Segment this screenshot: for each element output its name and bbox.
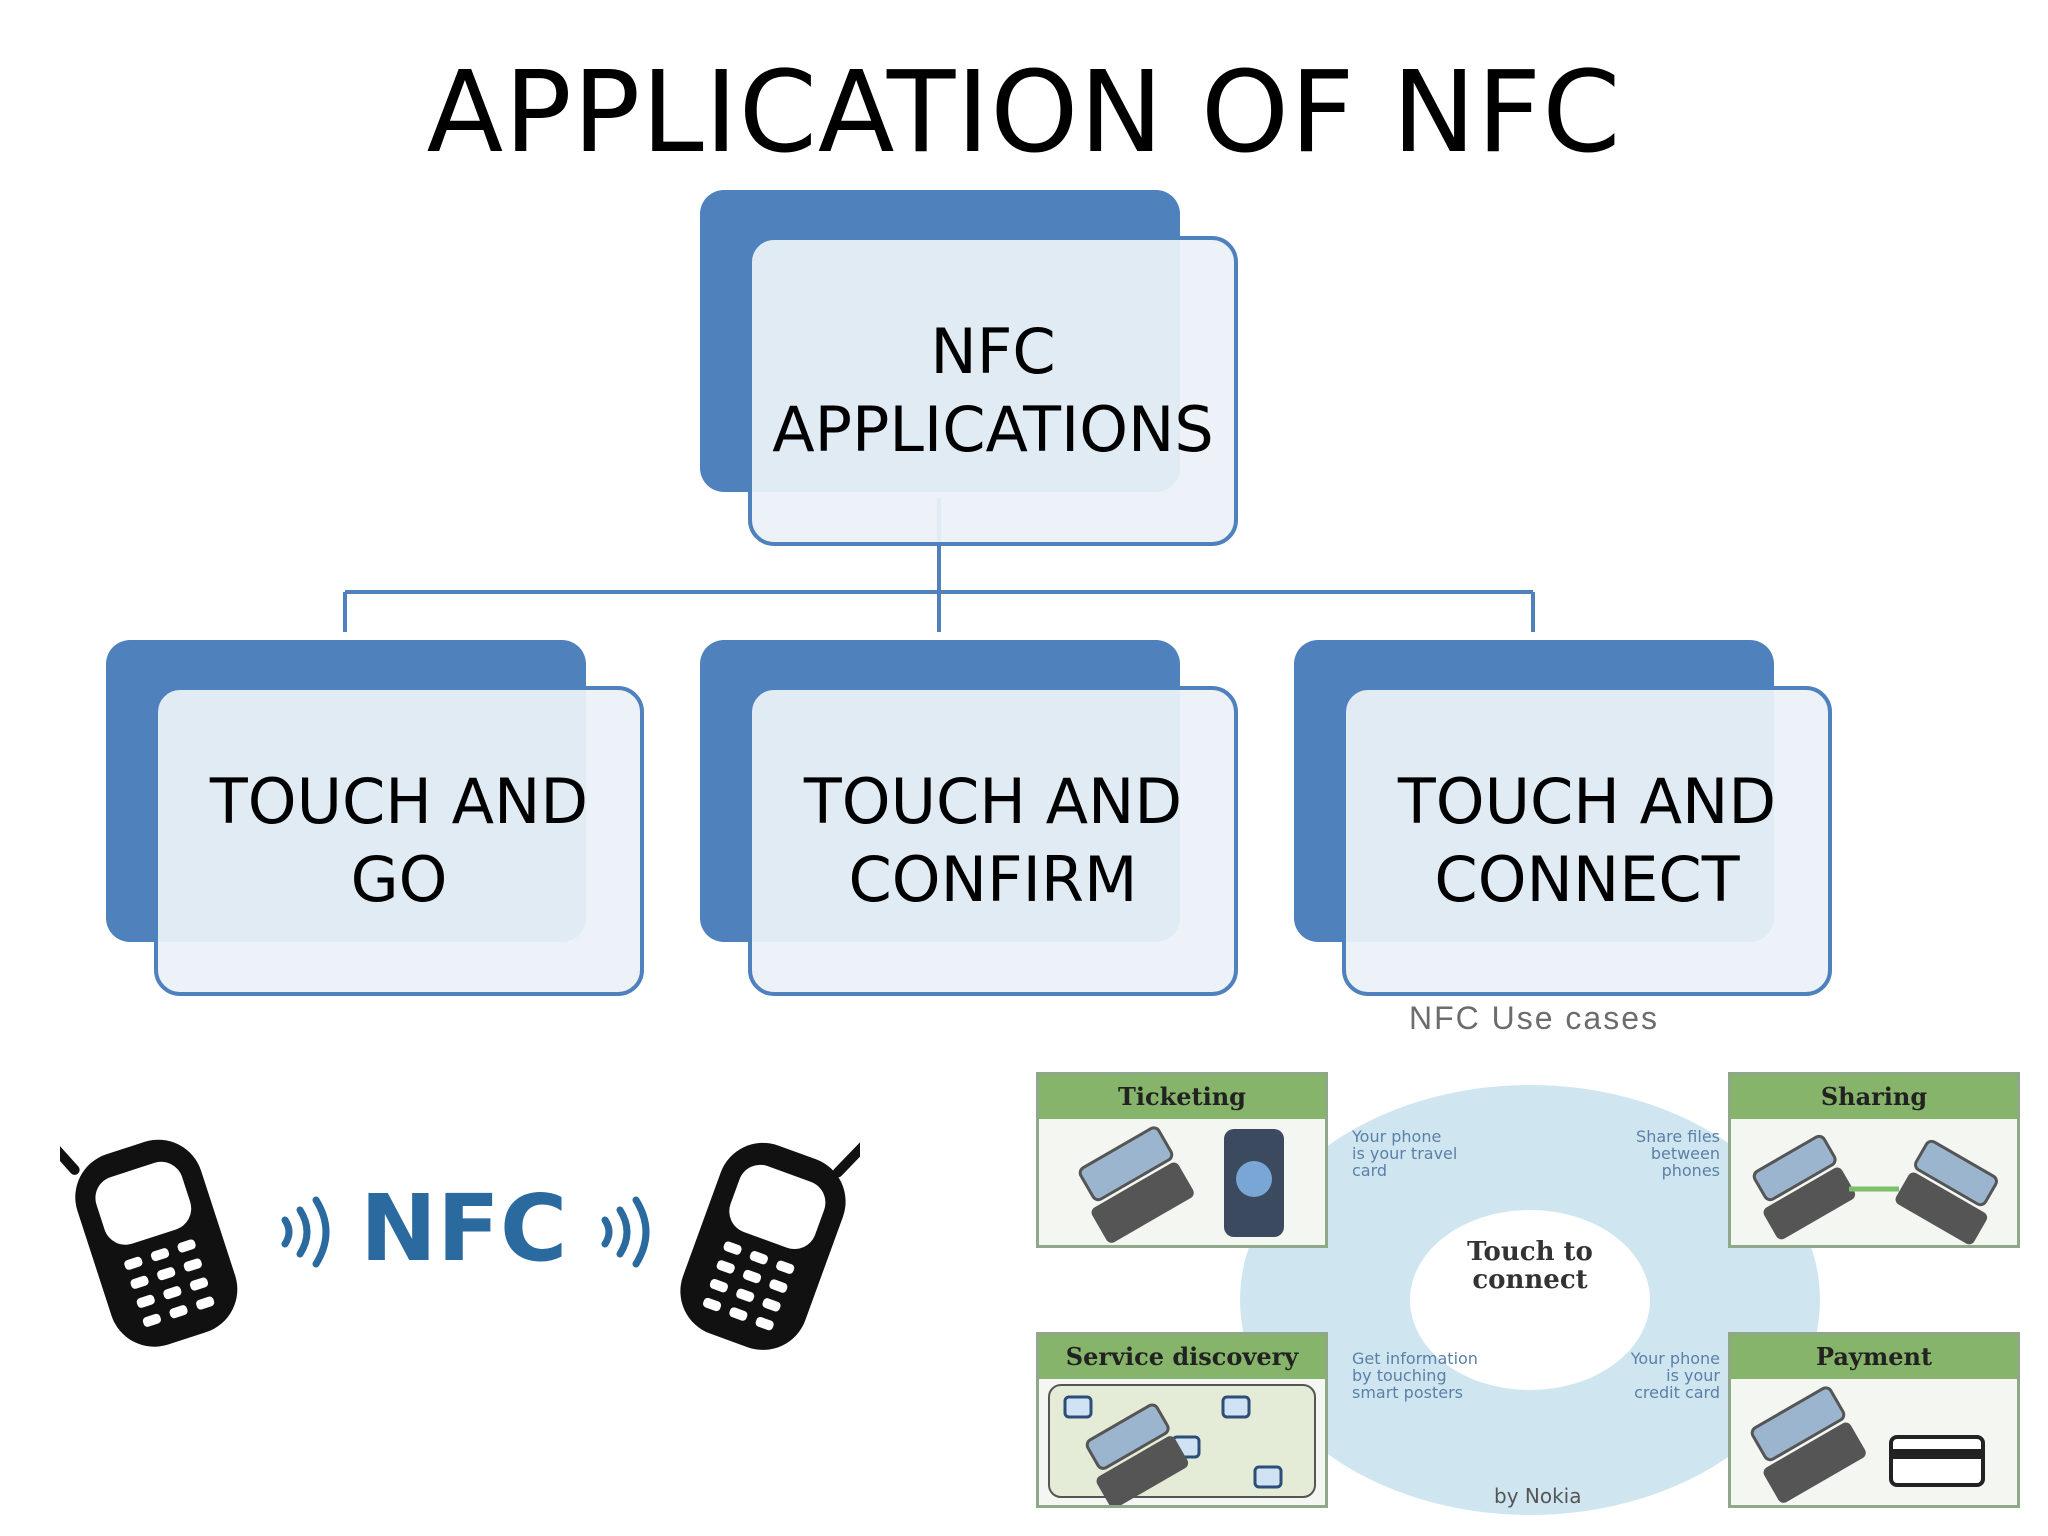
use-case-note-payment: Your phone is your credit card bbox=[1630, 1349, 1720, 1402]
child-node-touch-and-connect: TOUCH AND CONNECT bbox=[1342, 686, 1832, 996]
use-case-label: Ticketing bbox=[1039, 1075, 1325, 1119]
phone-icon bbox=[1078, 1126, 1284, 1243]
use-case-card-payment: Payment bbox=[1728, 1332, 2020, 1508]
smart-poster-icon bbox=[1048, 1384, 1316, 1508]
child-node-touch-and-confirm: TOUCH AND CONFIRM bbox=[748, 686, 1238, 996]
phone-icon bbox=[680, 1132, 877, 1350]
root-node: NFC APPLICATIONS bbox=[748, 236, 1238, 546]
use-case-label: Sharing bbox=[1731, 1075, 2017, 1119]
use-cases-title: NFC Use cases bbox=[1408, 1000, 1660, 1036]
nfc-logo-illustration: NFC bbox=[36, 1110, 877, 1360]
use-case-note-ticketing: Your phone is your travel card bbox=[1352, 1127, 1458, 1180]
phone-icon bbox=[1752, 1134, 1998, 1245]
use-case-card-sharing: Sharing bbox=[1728, 1072, 2020, 1248]
use-case-note-sharing: Share files between phones bbox=[1636, 1127, 1720, 1180]
nfc-use-cases-diagram: NFC Use cases Touch to connect Ticketing… bbox=[1020, 1000, 2048, 1536]
phone-icon bbox=[1750, 1386, 1985, 1503]
use-cases-credit: by Nokia bbox=[1494, 1484, 1582, 1508]
nfc-logo-text: NFC bbox=[360, 1175, 567, 1282]
use-cases-center-label: Touch to connect bbox=[1467, 1237, 1593, 1295]
use-case-card-service-discovery: Service discovery bbox=[1036, 1332, 1328, 1508]
use-cases-ring bbox=[1240, 1085, 1820, 1515]
use-case-card-ticketing: Ticketing bbox=[1036, 1072, 1328, 1248]
use-case-label: Payment bbox=[1731, 1335, 2017, 1379]
nfc-phones-graphic: NFC bbox=[36, 1128, 877, 1350]
use-case-note-service-discovery: Get information by touching smart poster… bbox=[1352, 1349, 1478, 1402]
use-case-label: Service discovery bbox=[1039, 1335, 1325, 1379]
credit-card-icon bbox=[1889, 1435, 1985, 1487]
phone-icon bbox=[36, 1128, 238, 1347]
child-node-touch-and-go: TOUCH AND GO bbox=[154, 686, 644, 996]
nfc-signal-icon bbox=[281, 1196, 650, 1268]
page-title: APPLICATION OF NFC bbox=[426, 48, 1622, 178]
